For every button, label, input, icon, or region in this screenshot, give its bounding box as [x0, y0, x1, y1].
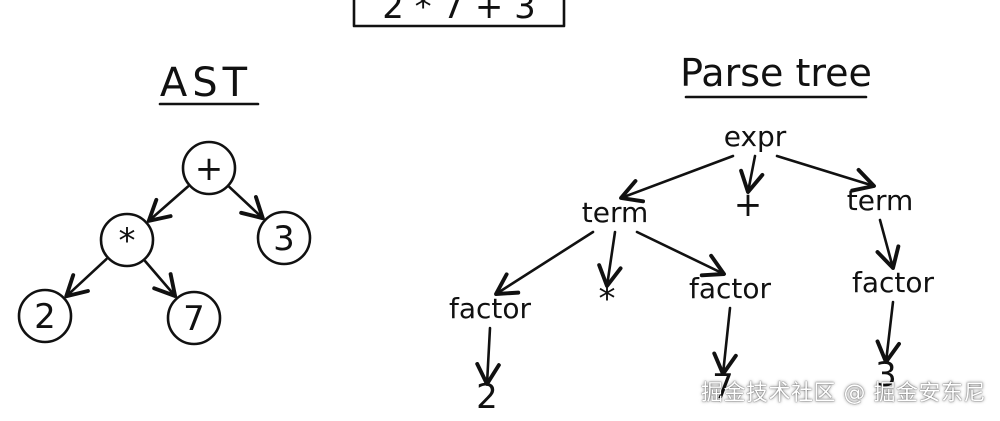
expression-box-border [352, 0, 566, 28]
ast-node-circle [256, 210, 312, 266]
ast-node-label: 2 [34, 297, 56, 337]
ast-node-circle [181, 140, 237, 196]
parse-tree-node-factor_mid: factor [689, 272, 772, 305]
ast-node-circle [17, 288, 73, 344]
ast-node-seven: 7 [166, 290, 222, 346]
ast-heading: AST [160, 60, 252, 106]
parse-tree-section: Parse tree expr term + term factor * factor fac… [449, 51, 935, 417]
ast-nodes: + * 3 2 7 [17, 140, 312, 346]
parse-tree-node-times_sym: * [599, 279, 616, 319]
parse-tree-node-plus_sym: + [734, 185, 763, 225]
ast-edges [64, 185, 265, 299]
parse-tree-heading: Parse tree [680, 51, 872, 95]
expression-box: 2 * 7 + 3 [352, 0, 566, 28]
parse-tree-edge-term_left-factor_left [494, 230, 595, 296]
parse-tree-edge-expr-plus_sym [739, 154, 765, 194]
ast-node-three: 3 [256, 210, 312, 266]
ast-edge-times-seven [143, 259, 178, 298]
parse-tree-edge-term_right-factor_right [875, 218, 901, 270]
ast-node-circle [166, 290, 222, 346]
parse-tree-edges [475, 154, 901, 386]
parse-tree-node-factor_right: factor [852, 266, 935, 299]
ast-node-circle [99, 212, 155, 268]
parse-tree-edge-factor_left-leaf_two [475, 326, 501, 386]
parse-tree-nodes: expr term + term factor * factor factor 2 7 3 [449, 120, 935, 417]
parse-tree-node-expr: expr [724, 120, 787, 153]
parse-tree-node-term_left: term [582, 196, 649, 229]
parse-tree-node-term_right: term [847, 184, 914, 217]
parse-tree-edge-term_left-times_sym [597, 230, 623, 288]
ast-edge-times-two [64, 257, 108, 299]
parse-tree-edge-expr-term_right [775, 154, 876, 193]
parse-tree-node-leaf_two: 2 [476, 377, 498, 417]
ast-edge-plus-three [228, 185, 265, 221]
ast-edge-plus-times [146, 185, 190, 223]
parse-tree-node-leaf_seven: 7 [712, 367, 734, 407]
watermark: 掘金技术社区 @ 掘金安东尼 [701, 381, 986, 406]
parse-tree-edge-expr-term_left [619, 154, 735, 204]
ast-node-times: * [99, 212, 155, 268]
parse-tree-edge-term_left-factor_mid [635, 230, 726, 278]
ast-section: AST + * 3 2 7 [17, 60, 312, 346]
parse-tree-edge-factor_right-leaf_three [875, 300, 901, 364]
ast-node-label: * [119, 221, 136, 261]
parse-tree-node-factor_left: factor [449, 292, 532, 325]
ast-node-plus: + [181, 140, 237, 196]
expression-text: 2 * 7 + 3 [382, 0, 536, 27]
ast-node-label: 7 [183, 299, 205, 339]
ast-node-two: 2 [17, 288, 73, 344]
parse-tree-node-leaf_three: 3 [875, 355, 897, 395]
ast-node-label: + [195, 149, 224, 189]
parse-tree-edge-factor_mid-leaf_seven [712, 306, 738, 376]
ast-node-label: 3 [273, 219, 295, 259]
